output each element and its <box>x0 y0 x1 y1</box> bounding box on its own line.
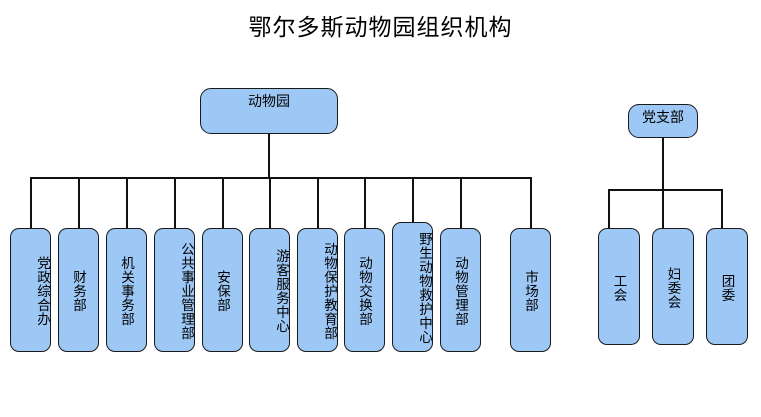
connector-drop <box>317 177 319 229</box>
node-dept-5[interactable]: 游客服务中心 <box>249 228 290 352</box>
connector-drop <box>364 177 366 229</box>
connector-party-drop <box>608 189 610 229</box>
connector-drop <box>222 177 224 229</box>
node-label: 党政综合办 <box>35 256 50 326</box>
connector-party-bus <box>608 189 723 191</box>
node-party-root[interactable]: 党支部 <box>628 104 698 138</box>
node-label: 动物园 <box>248 95 290 110</box>
node-party-child-0[interactable]: 工会 <box>598 228 640 345</box>
node-label: 动物保护教育部 <box>322 242 337 340</box>
connector-party-drop <box>721 189 723 229</box>
node-label: 财务部 <box>71 270 86 312</box>
node-label: 安保部 <box>215 270 230 312</box>
node-label: 动物管理部 <box>453 256 468 326</box>
node-label: 动物交换部 <box>357 256 372 326</box>
connector-root-stem <box>268 133 270 179</box>
node-dept-3[interactable]: 公共事业管理部 <box>154 228 195 352</box>
node-label: 公共事业管理部 <box>179 242 194 340</box>
node-party-child-2[interactable]: 团委 <box>706 228 748 345</box>
node-party-child-1[interactable]: 妇委会 <box>652 228 694 345</box>
connector-drop <box>460 177 462 229</box>
node-label: 妇委会 <box>665 266 681 309</box>
connector-bus <box>30 177 531 179</box>
node-label: 野生动物救护中心 <box>417 232 432 344</box>
connector-party-stem <box>662 137 664 190</box>
node-dept-8[interactable]: 野生动物救护中心 <box>392 222 433 352</box>
node-dept-6[interactable]: 动物保护教育部 <box>297 228 338 352</box>
node-dept-1[interactable]: 财务部 <box>58 228 99 352</box>
node-label: 党支部 <box>642 111 684 126</box>
node-label: 机关事务部 <box>119 256 134 326</box>
node-zoo-root[interactable]: 动物园 <box>200 88 338 134</box>
node-dept-0[interactable]: 党政综合办 <box>10 228 51 352</box>
node-dept-7[interactable]: 动物交换部 <box>344 228 385 352</box>
connector-drop <box>126 177 128 229</box>
node-dept-9[interactable]: 动物管理部 <box>440 228 481 352</box>
connector-drop <box>530 177 532 229</box>
node-label: 市场部 <box>523 270 538 312</box>
node-label: 团委 <box>719 273 735 302</box>
node-dept-4[interactable]: 安保部 <box>202 228 243 352</box>
connector-drop <box>78 177 80 229</box>
node-dept-2[interactable]: 机关事务部 <box>106 228 147 352</box>
connector-drop <box>30 177 32 229</box>
node-label: 工会 <box>611 273 627 302</box>
node-label: 游客服务中心 <box>274 249 289 333</box>
connector-drop <box>412 177 414 229</box>
connector-drop <box>174 177 176 229</box>
connector-party-drop <box>662 189 664 229</box>
node-dept-10[interactable]: 市场部 <box>510 228 551 352</box>
page-title: 鄂尔多斯动物园组织机构 <box>248 15 513 40</box>
connector-drop <box>269 177 271 229</box>
